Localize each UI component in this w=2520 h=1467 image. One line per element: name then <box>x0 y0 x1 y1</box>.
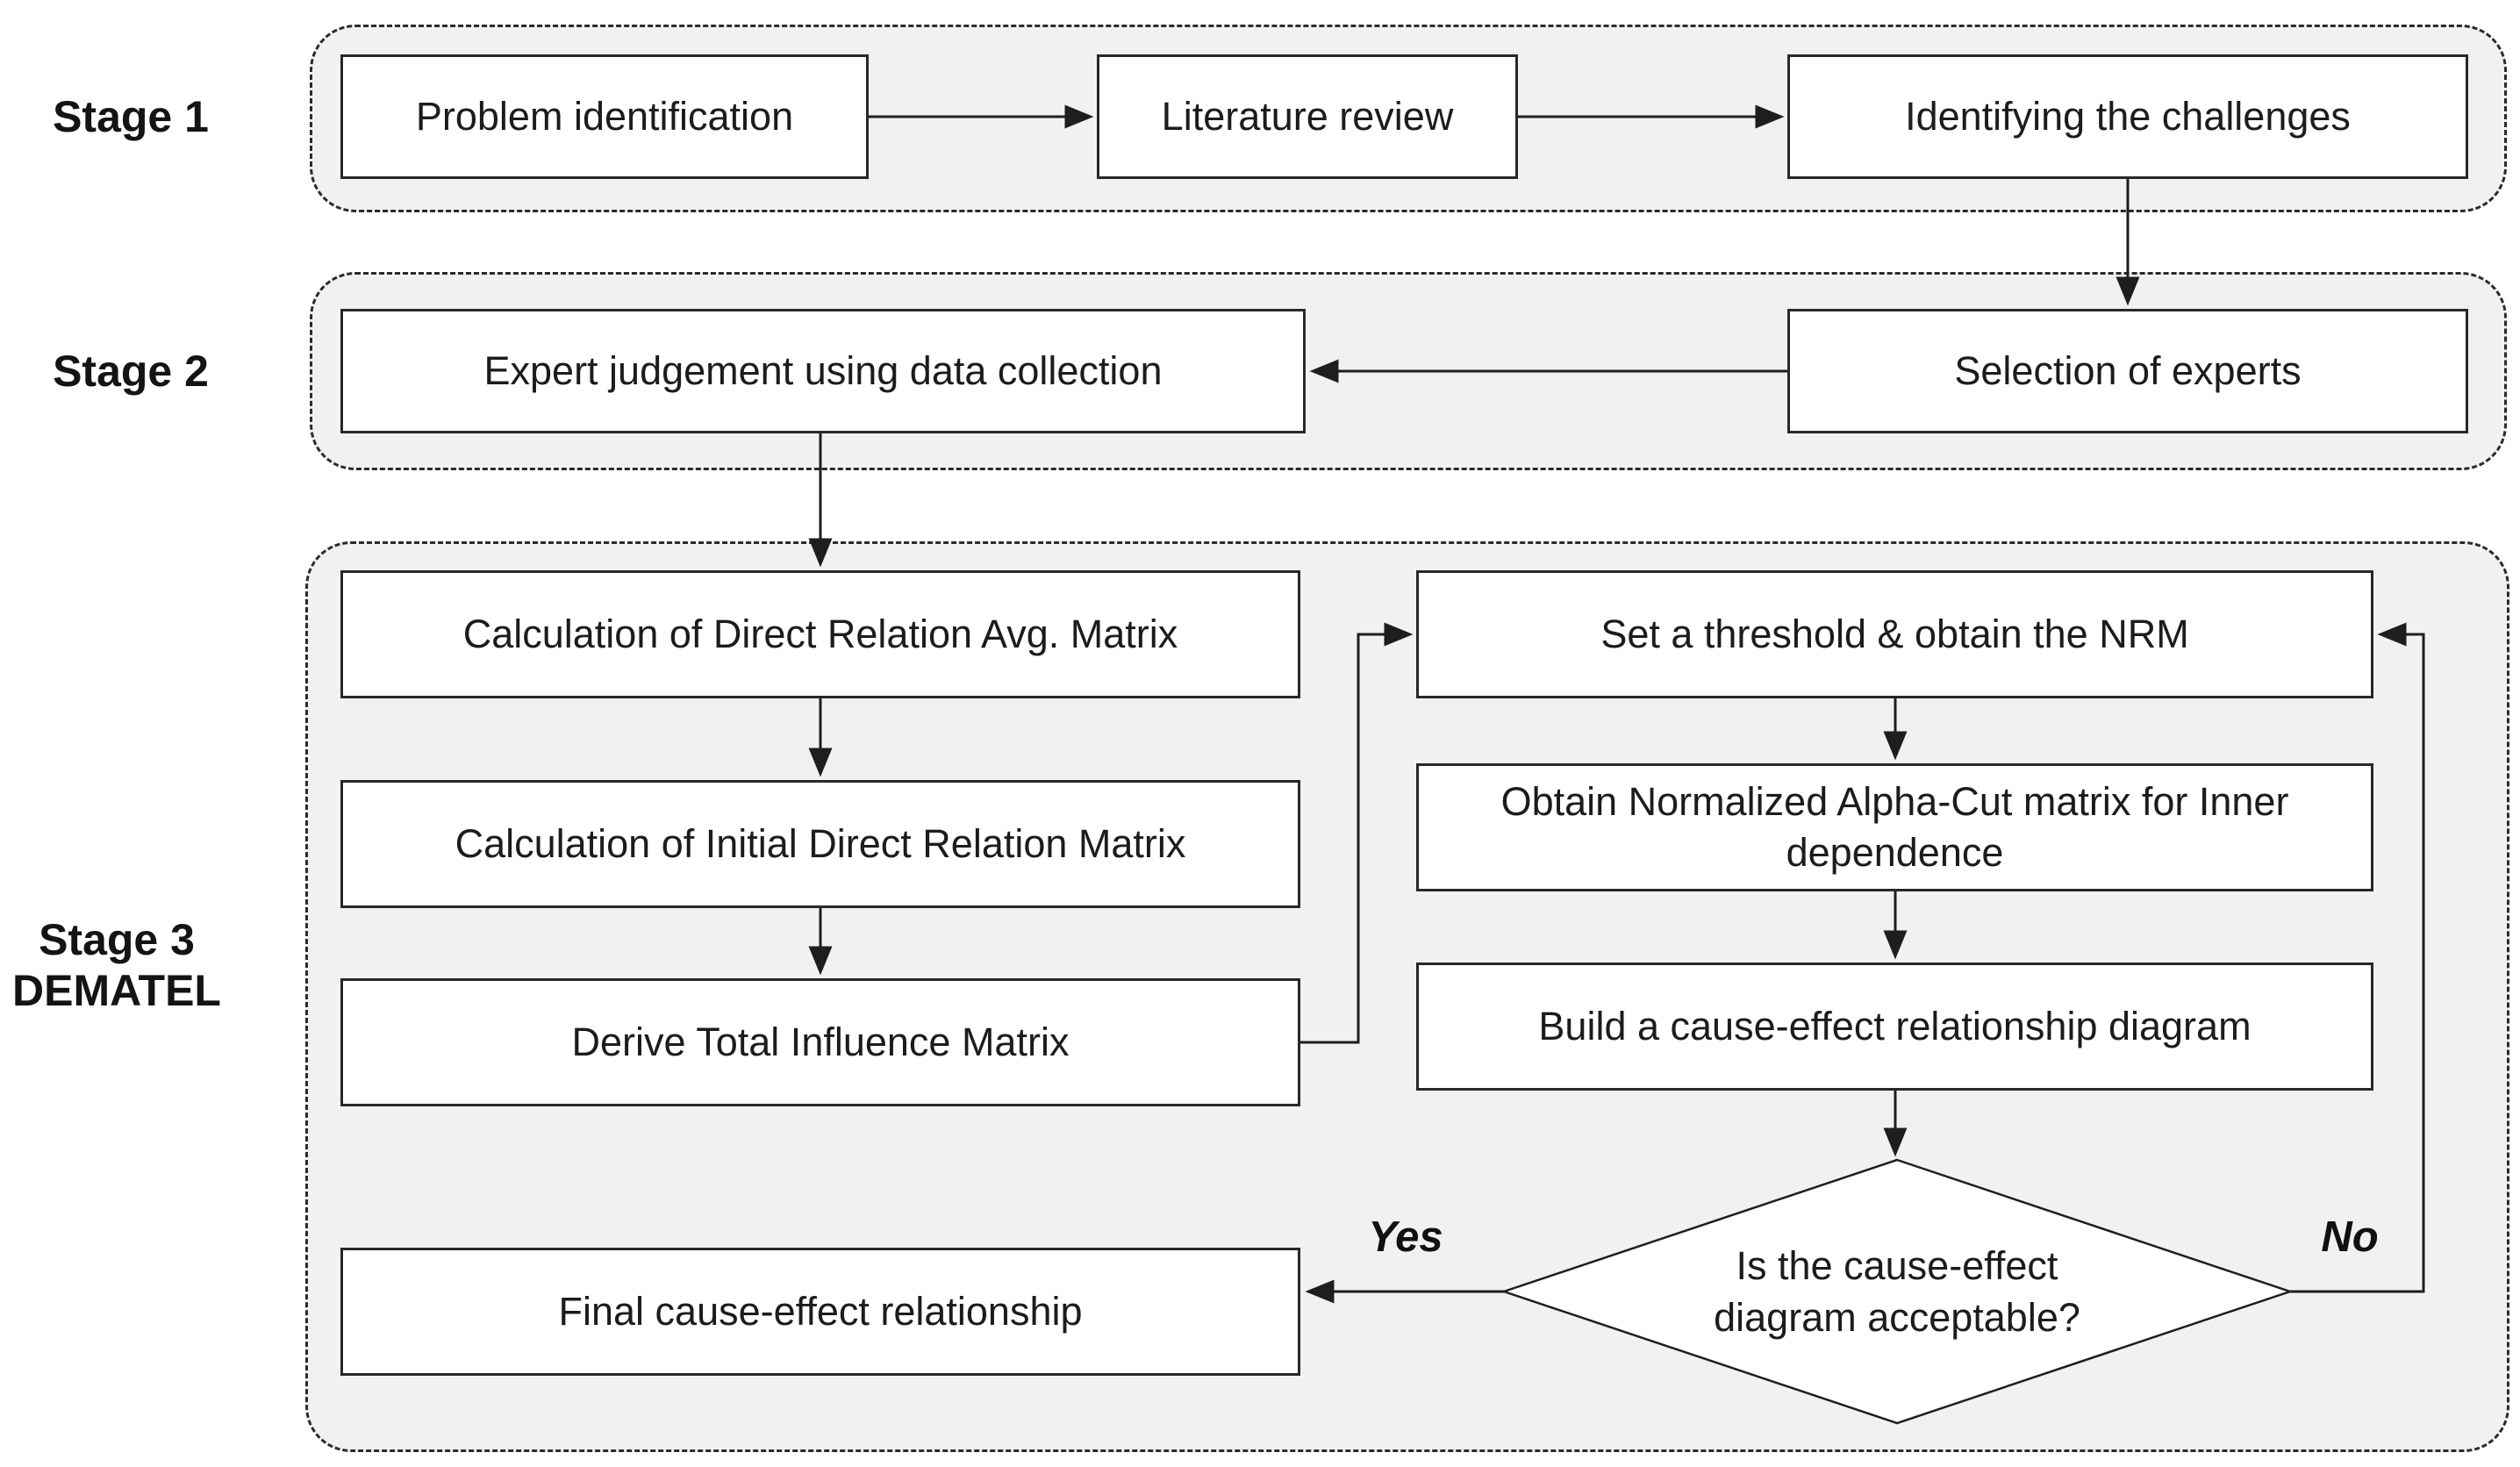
node-set-threshold-obtain-nrm: Set a threshold & obtain the NRM <box>1416 570 2373 698</box>
node-build-cause-effect-diagram: Build a cause-effect relationship diagra… <box>1416 962 2373 1091</box>
no-edge-label: No <box>2321 1213 2379 1261</box>
node-obtain-normalized-alpha-cut-matrix: Obtain Normalized Alpha-Cut matrix for I… <box>1416 763 2373 891</box>
stage2-label: Stage 2 <box>53 347 209 396</box>
yes-edge-label: Yes <box>1368 1213 1443 1261</box>
node-calc-initial-direct-relation-matrix: Calculation of Initial Direct Relation M… <box>340 780 1300 908</box>
stage3-label: Stage 3 DEMATEL <box>7 914 226 1016</box>
node-problem-identification: Problem identification <box>340 54 869 179</box>
stage3-label-line2: DEMATEL <box>12 966 221 1015</box>
decision-line1: Is the cause-effect <box>1736 1242 2058 1288</box>
node-literature-review: Literature review <box>1097 54 1518 179</box>
node-expert-judgement: Expert judgement using data collection <box>340 309 1306 433</box>
stage3-label-line1: Stage 3 <box>39 915 195 964</box>
node-identifying-challenges: Identifying the challenges <box>1787 54 2468 179</box>
stage1-label: Stage 1 <box>53 92 209 141</box>
decision-diamond-text: Is the cause-effect diagram acceptable? <box>1548 1208 2246 1375</box>
decision-line2: diagram acceptable? <box>1714 1295 2080 1340</box>
node-selection-of-experts: Selection of experts <box>1787 309 2468 433</box>
node-calc-direct-relation-avg-matrix: Calculation of Direct Relation Avg. Matr… <box>340 570 1300 698</box>
node-final-cause-effect-relationship: Final cause-effect relationship <box>340 1248 1300 1376</box>
arrow-decision-no-to-set-threshold <box>2290 622 2425 1293</box>
arrow-derive-total-to-set-threshold <box>1300 622 1414 1044</box>
node-derive-total-influence-matrix: Derive Total Influence Matrix <box>340 978 1300 1106</box>
decision-diamond <box>1500 1158 2294 1425</box>
